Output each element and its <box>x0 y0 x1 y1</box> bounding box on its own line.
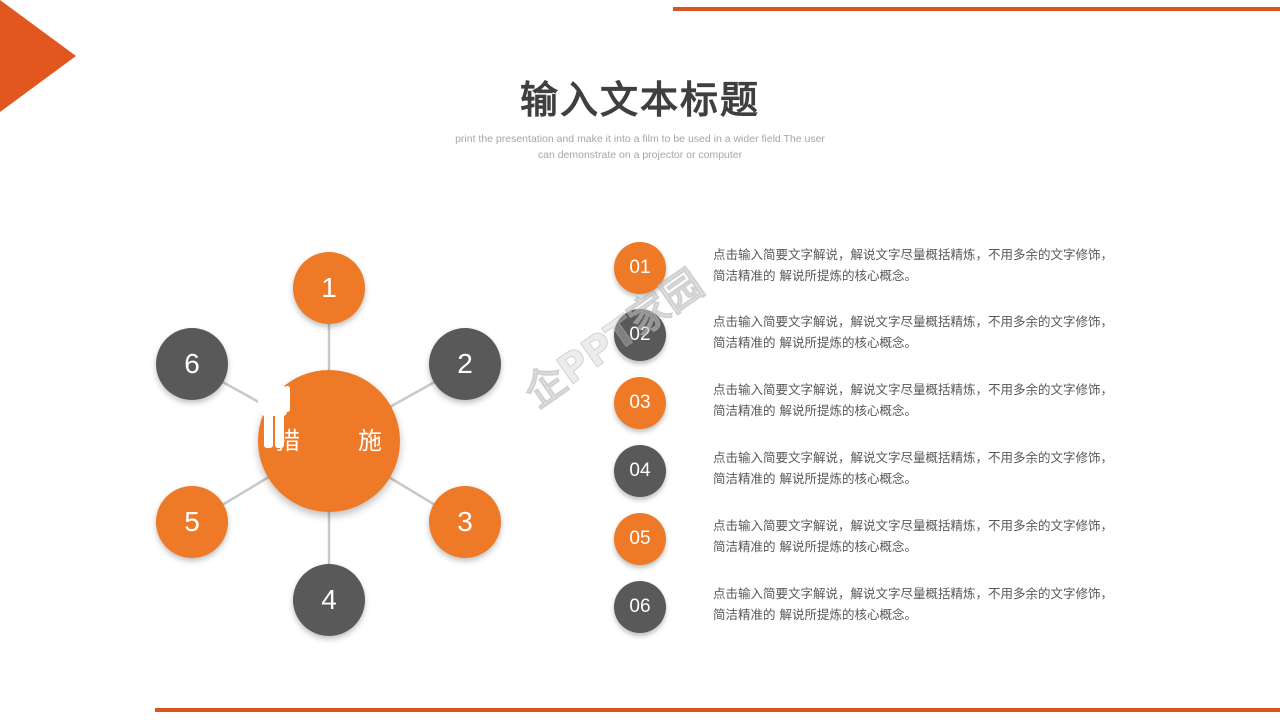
item-description: 点击输入简要文字解说，解说文字尽量概括精炼，不用多余的文字修饰， 简洁精准的 解… <box>713 447 1163 489</box>
diagram-hub: 措 施 <box>258 370 400 512</box>
list-item-06: 06 点击输入简要文字解说，解说文字尽量概括精炼，不用多余的文字修饰， 简洁精准… <box>614 581 1174 637</box>
item-text-line-1: 点击输入简要文字解说，解说文字尽量概括精炼，不用多余的文字修饰， <box>713 247 1114 262</box>
item-text-line-2: 简洁精准的 解说所提炼的核心概念。 <box>713 471 917 486</box>
list-item-01: 01 点击输入简要文字解说，解说文字尽量概括精炼，不用多余的文字修饰， 简洁精准… <box>614 242 1174 298</box>
node-label: 1 <box>321 272 337 303</box>
item-description: 点击输入简要文字解说，解说文字尽量概括精炼，不用多余的文字修饰， 简洁精准的 解… <box>713 379 1163 421</box>
slide-title: 输入文本标题 <box>519 78 760 122</box>
item-text-line-1: 点击输入简要文字解说，解说文字尽量概括精炼，不用多余的文字修饰， <box>713 450 1114 465</box>
node-label: 5 <box>184 506 200 537</box>
diagram-node-6: 6 <box>156 328 228 400</box>
corner-triangle-decoration <box>0 0 76 112</box>
number-badge: 05 <box>614 513 666 565</box>
list-item-03: 03 点击输入简要文字解说，解说文字尽量概括精炼，不用多余的文字修饰， 简洁精准… <box>614 377 1174 433</box>
diagram-node-3: 3 <box>429 486 501 558</box>
hub-right-text: 施 <box>358 427 382 455</box>
top-accent-rule <box>673 7 1280 11</box>
list-item-05: 05 点击输入简要文字解说，解说文字尽量概括精炼，不用多余的文字修饰， 简洁精准… <box>614 513 1174 569</box>
node-label: 2 <box>457 348 473 379</box>
subtitle-line-2: can demonstrate on a projector or comput… <box>537 149 743 161</box>
number-badge: 01 <box>614 242 666 294</box>
number-badge: 06 <box>614 581 666 633</box>
hub-spoke-diagram: 1 2 3 4 5 6 措 施 <box>150 240 510 640</box>
list-item-04: 04 点击输入简要文字解说，解说文字尽量概括精炼，不用多余的文字修饰， 简洁精准… <box>614 445 1174 501</box>
node-label: 6 <box>184 348 200 379</box>
item-text-line-1: 点击输入简要文字解说，解说文字尽量概括精炼，不用多余的文字修饰， <box>713 586 1114 601</box>
diagram-node-1: 1 <box>293 252 365 324</box>
item-description: 点击输入简要文字解说，解说文字尽量概括精炼，不用多余的文字修饰， 简洁精准的 解… <box>713 311 1163 353</box>
item-description: 点击输入简要文字解说，解说文字尽量概括精炼，不用多余的文字修饰， 简洁精准的 解… <box>713 244 1163 286</box>
item-text-line-2: 简洁精准的 解说所提炼的核心概念。 <box>713 268 917 283</box>
diagram-node-2: 2 <box>429 328 501 400</box>
number-badge: 03 <box>614 377 666 429</box>
item-text-line-2: 简洁精准的 解说所提炼的核心概念。 <box>713 403 917 418</box>
slide-subtitle: print the presentation and make it into … <box>410 131 870 163</box>
number-badge: 02 <box>614 309 666 361</box>
item-text-line-2: 简洁精准的 解说所提炼的核心概念。 <box>713 539 917 554</box>
item-text-line-1: 点击输入简要文字解说，解说文字尽量概括精炼，不用多余的文字修饰， <box>713 382 1114 397</box>
diagram-node-4: 4 <box>293 564 365 636</box>
item-description: 点击输入简要文字解说，解说文字尽量概括精炼，不用多余的文字修饰， 简洁精准的 解… <box>713 583 1163 625</box>
node-label: 4 <box>321 584 337 615</box>
diagram-node-5: 5 <box>156 486 228 558</box>
item-text-line-1: 点击输入简要文字解说，解说文字尽量概括精炼，不用多余的文字修饰， <box>713 518 1114 533</box>
list-item-02: 02 点击输入简要文字解说，解说文字尽量概括精炼，不用多余的文字修饰， 简洁精准… <box>614 309 1174 365</box>
item-text-line-1: 点击输入简要文字解说，解说文字尽量概括精炼，不用多余的文字修饰， <box>713 314 1114 329</box>
item-text-line-2: 简洁精准的 解说所提炼的核心概念。 <box>713 335 917 350</box>
person-icon <box>258 370 290 448</box>
subtitle-line-1: print the presentation and make it into … <box>455 133 825 145</box>
node-label: 3 <box>457 506 473 537</box>
bottom-accent-rule <box>155 708 1280 712</box>
item-description: 点击输入简要文字解说，解说文字尽量概括精炼，不用多余的文字修饰， 简洁精准的 解… <box>713 515 1163 557</box>
number-badge: 04 <box>614 445 666 497</box>
item-text-line-2: 简洁精准的 解说所提炼的核心概念。 <box>713 607 917 622</box>
